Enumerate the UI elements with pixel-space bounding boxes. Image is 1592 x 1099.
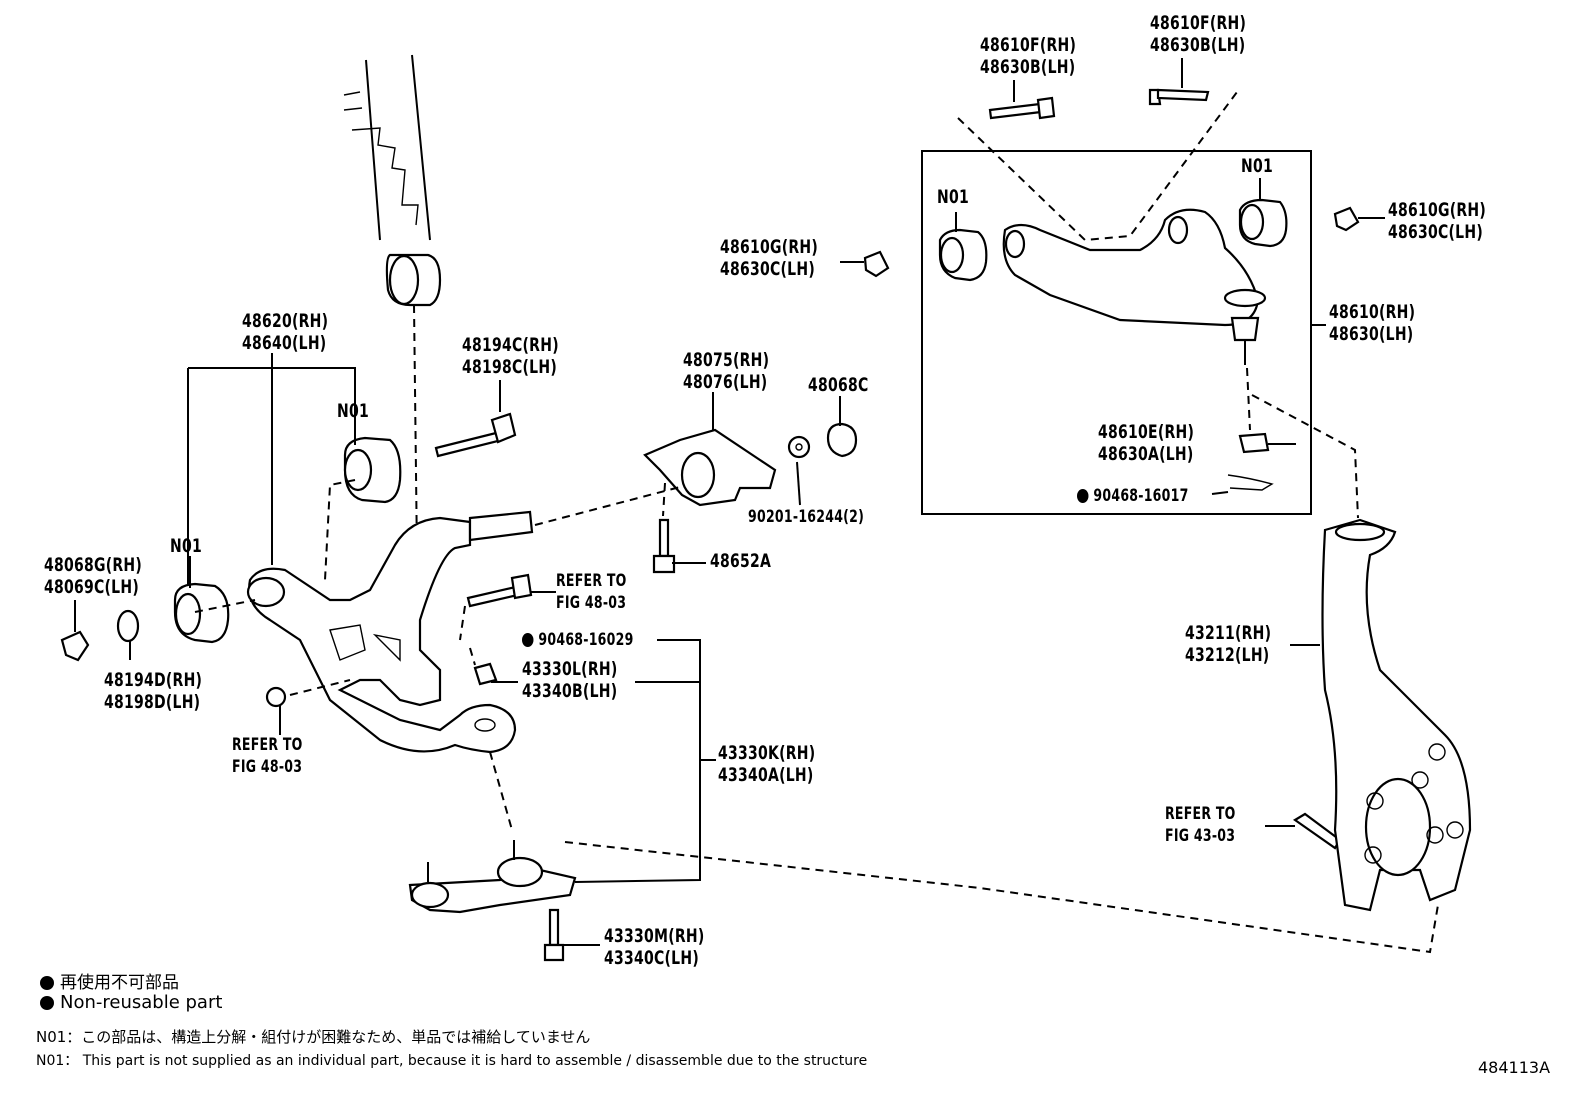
nonreusable-bullet-icon: [522, 633, 534, 647]
figure-id: 484113A: [1478, 1058, 1551, 1077]
steering-knuckle-drawing: [564, 394, 1472, 954]
label-43330K-rh: 43330K(RH): [718, 742, 816, 764]
lower-control-arm-drawing: [246, 510, 534, 754]
label-43211: 43211(RH) 43212(LH): [1185, 622, 1271, 666]
label-48610E: 48610E(RH) 48630A(LH): [1098, 421, 1194, 465]
label-48610E-lh: 48630A(LH): [1098, 443, 1194, 465]
label-48610: 48610(RH) 48630(LH): [1329, 301, 1415, 345]
upper-arm-group-drawing: [921, 87, 1312, 515]
label-43330L-lh: 43340B(LH): [522, 680, 618, 702]
ball-joint-drawing: [408, 751, 577, 914]
label-43211-rh: 43211(RH): [1185, 622, 1272, 644]
label-48610-lh: 48630(LH): [1329, 323, 1414, 345]
bolts-drawing: [434, 88, 1342, 962]
label-90201: 90201-16244(2): [748, 507, 865, 527]
nonreusable-bullet-icon: [1077, 489, 1089, 503]
label-43330M-rh: 43330M(RH): [604, 925, 705, 947]
label-90468-16029: 90468-16029: [522, 629, 634, 651]
label-48610E-rh: 48610E(RH): [1098, 421, 1195, 443]
label-48610F-right: 48610F(RH) 48630B(LH): [1150, 12, 1247, 56]
label-48075: 48075(RH) 48076(LH): [683, 349, 769, 393]
label-48194C-rh: 48194C(RH): [462, 334, 559, 356]
label-refer-fig-48-03-upper: REFER TO FIG 48-03: [556, 571, 627, 613]
label-43330M-lh: 43340C(LH): [604, 947, 699, 969]
assembly-guide-lines: [194, 479, 681, 696]
label-90468-16017: 90468-16017: [1077, 485, 1189, 507]
label-refer-fig-43-03: REFER TO FIG 43-03: [1165, 804, 1236, 846]
label-48194C-lh: 48198C(LH): [462, 356, 557, 378]
label-43330L-rh: 43330L(RH): [522, 658, 618, 680]
label-48068G-lh: 48069C(LH): [44, 576, 139, 598]
label-n01-lower-front: N01: [337, 400, 369, 422]
legend-n01-jp: N01：この部品は、構造上分解・組付けが困難なため、単品では補給していません: [36, 1028, 591, 1046]
label-48194D-lh: 48198D(LH): [104, 691, 201, 713]
label-48610G-left: 48610G(RH) 48630C(LH): [720, 236, 819, 280]
label-48194D: 48194D(RH) 48198D(LH): [104, 669, 202, 713]
label-48620-rh: 48620(RH): [242, 310, 329, 332]
label-48194D-rh: 48194D(RH): [104, 669, 203, 691]
label-43330L: 43330L(RH) 43340B(LH): [522, 658, 617, 702]
label-48610-rh: 48610(RH): [1329, 301, 1416, 323]
nonreusable-bullet-icon: [40, 976, 54, 990]
label-48620: 48620(RH) 48640(LH): [242, 310, 328, 354]
label-refer-fig-48-03-lower: REFER TO FIG 48-03: [232, 735, 303, 777]
legend-n01-en: N01： This part is not supplied as an ind…: [36, 1053, 868, 1069]
label-48610F-left: 48610F(RH) 48630B(LH): [980, 34, 1077, 78]
label-n01-upper-right: N01: [1241, 155, 1273, 177]
label-48068G: 48068G(RH) 48069C(LH): [44, 554, 142, 598]
label-48075-lh: 48076(LH): [683, 371, 768, 393]
label-48620-lh: 48640(LH): [242, 332, 327, 354]
nonreusable-bullet-icon: [40, 996, 54, 1010]
label-48610G-right: 48610G(RH) 48630C(LH): [1388, 199, 1487, 243]
label-48652A: 48652A: [710, 550, 772, 572]
label-48068G-rh: 48068G(RH): [44, 554, 143, 576]
label-48075-rh: 48075(RH): [683, 349, 770, 371]
label-43330K-lh: 43340A(LH): [718, 764, 814, 786]
legend-nonreusable-jp: 再使用不可部品: [40, 968, 179, 993]
leader-lines: [74, 58, 1385, 946]
legend-nonreusable-en: Non-reusable part: [40, 992, 222, 1013]
label-43211-lh: 43212(LH): [1185, 644, 1270, 666]
bushings-drawing: [60, 198, 1360, 708]
label-43330M: 43330M(RH) 43340C(LH): [604, 925, 705, 969]
label-48068C: 48068C: [808, 374, 869, 396]
label-n01-lower-rear: N01: [170, 535, 202, 557]
label-43330K: 43330K(RH) 43340A(LH): [718, 742, 815, 786]
label-48194C: 48194C(RH) 48198C(LH): [462, 334, 559, 378]
shock-absorber-drawing: [343, 54, 442, 641]
label-n01-upper-left: N01: [937, 186, 969, 208]
